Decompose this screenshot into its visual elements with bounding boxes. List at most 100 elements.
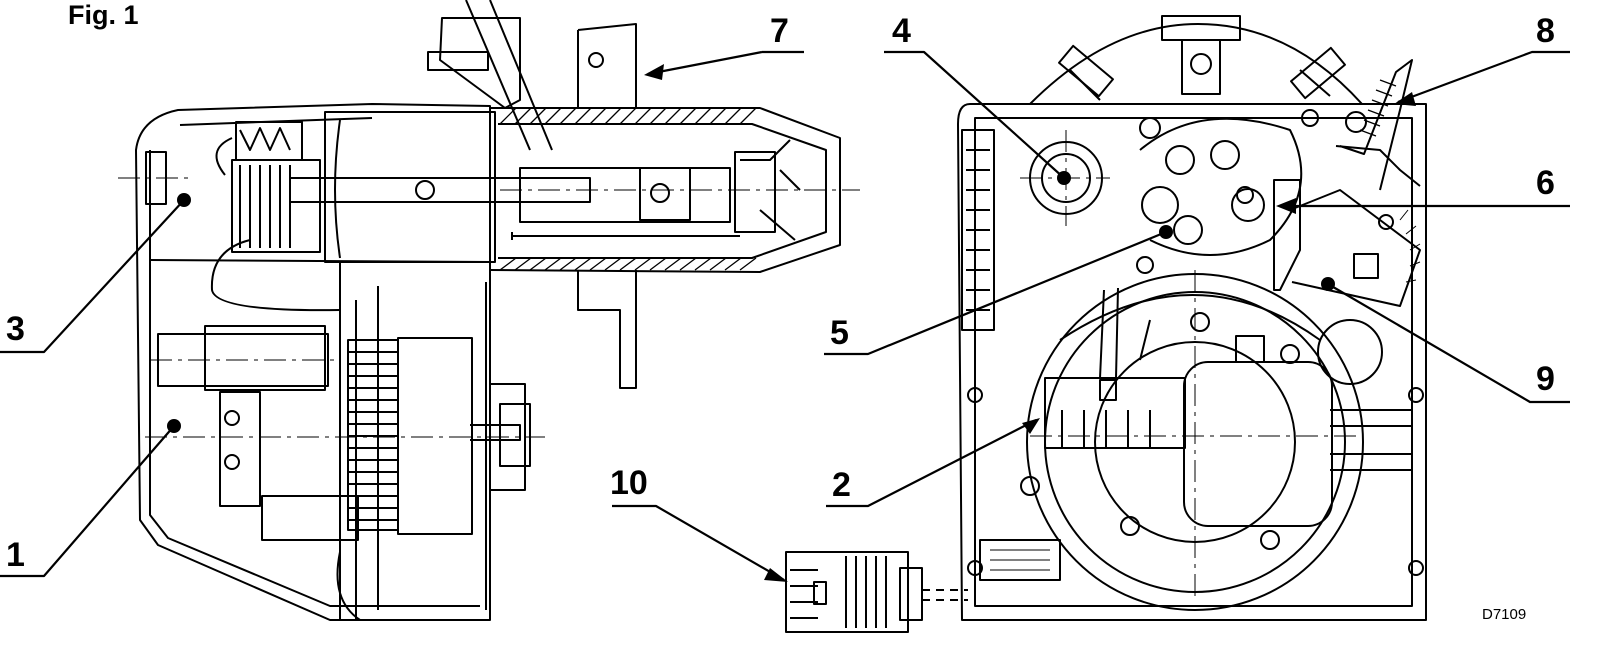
left-rail <box>961 129 995 331</box>
arch-slot-left-frame <box>1058 44 1114 98</box>
damper-screw-top <box>1139 117 1161 139</box>
plug-strain-relief <box>899 567 923 621</box>
leader-5 <box>824 230 1167 356</box>
corner-screw-bl <box>967 387 983 403</box>
corner-screw-br <box>1408 387 1424 403</box>
rod-pivot <box>415 180 435 200</box>
bottom-label-plate <box>979 539 1061 581</box>
leader-3 <box>0 199 185 354</box>
plug-pins <box>790 569 818 619</box>
corner-screw-bl2 <box>967 560 983 576</box>
damper-pin <box>1236 186 1254 204</box>
top-arch <box>1029 23 1363 105</box>
fan-top-arc <box>1059 294 1321 341</box>
transformer-spring <box>239 127 291 151</box>
dot-5 <box>1159 225 1173 239</box>
drawing-reference-code: D7109 <box>1482 606 1527 623</box>
top-bracket <box>1161 15 1241 41</box>
leader-9 <box>1327 283 1570 404</box>
callout-2: 2 <box>832 466 851 504</box>
cable-top <box>215 137 233 176</box>
left-rail-fins <box>966 149 990 311</box>
burner-front-view <box>957 15 1427 621</box>
dot-4 <box>1057 171 1071 185</box>
socket-cables <box>1099 287 1151 379</box>
bottom-label-lines <box>990 549 1050 571</box>
leader-10 <box>612 504 785 581</box>
tube-hatching-bottom <box>499 257 757 271</box>
fan-screw-1 <box>1190 312 1210 332</box>
shaft-coupling <box>499 403 531 467</box>
motor-body <box>204 325 326 391</box>
arch-slot-right-frame <box>1290 46 1346 100</box>
arrowhead-7 <box>644 64 664 80</box>
control-box-tab <box>1235 335 1265 363</box>
housing-inner-wall <box>149 117 480 607</box>
nozzle-screw <box>650 183 670 203</box>
control-box <box>1183 361 1333 527</box>
socket-latch <box>1099 379 1117 401</box>
nozzle-block <box>639 167 691 221</box>
callout-dots <box>167 171 1335 433</box>
callout-9: 9 <box>1536 360 1555 398</box>
burner-side-view <box>118 103 860 621</box>
diffuser-disc <box>734 151 776 233</box>
electrode-wire <box>511 232 740 240</box>
fan-screw-2 <box>1280 344 1300 364</box>
leader-7 <box>647 50 804 76</box>
damper-gear-4 <box>1210 140 1240 170</box>
tube-inner <box>498 123 827 259</box>
tube-outline <box>489 107 841 273</box>
arrowhead-2 <box>1022 418 1040 434</box>
dot-3 <box>177 193 191 207</box>
scale-screw <box>1378 214 1394 230</box>
callout-10: 10 <box>610 464 648 502</box>
arrowhead-6 <box>1276 198 1296 214</box>
centre-lines <box>118 177 860 438</box>
upper-chamber <box>324 111 496 263</box>
mount-screw-lower <box>224 454 240 470</box>
arrowhead-10 <box>764 568 788 582</box>
housing-bottom-bend <box>336 551 361 621</box>
fan-screw-3 <box>1020 476 1040 496</box>
ignition-cable <box>210 239 341 312</box>
callout-4: 4 <box>892 12 911 50</box>
motor-mount <box>219 391 261 507</box>
motor-winding-cover <box>397 337 473 535</box>
flange-hole <box>588 52 604 68</box>
blast-tube <box>427 0 841 389</box>
mount-screw-upper <box>224 410 240 426</box>
leader-8 <box>1397 50 1570 104</box>
right-pipe-lower <box>1330 453 1412 471</box>
pump-screw-head <box>1345 111 1367 133</box>
burner-housing-outline <box>135 103 491 621</box>
callout-8: 8 <box>1536 12 1555 50</box>
fan-screw-4 <box>1120 516 1140 536</box>
dot-1 <box>167 419 181 433</box>
fan-screw-6 <box>1136 256 1154 274</box>
transformer-top <box>235 121 303 161</box>
mounting-flange <box>577 23 637 389</box>
ignition-transformer <box>231 159 321 253</box>
plug-ribs <box>845 556 887 628</box>
motor-shaft-housing <box>261 495 359 541</box>
top-bracket-lower <box>1181 39 1221 95</box>
leader-1 <box>0 425 175 578</box>
plug-cable <box>922 589 968 601</box>
damper-gear-2 <box>1173 215 1203 245</box>
dot-9 <box>1321 277 1335 291</box>
upper-chamber-curve <box>334 119 341 259</box>
pump-screw-thread <box>1359 79 1397 137</box>
damper-gear-1 <box>1141 186 1179 224</box>
center-frame <box>1273 179 1301 291</box>
callout-5: 5 <box>830 314 849 352</box>
top-bracket-nut <box>1190 53 1212 75</box>
electrode-tips <box>740 139 801 241</box>
frame-verticals <box>339 262 487 620</box>
damper-gear-3 <box>1165 145 1195 175</box>
pump-bracket <box>1335 145 1421 187</box>
right-port <box>1317 319 1383 385</box>
oil-line-tube <box>465 0 553 151</box>
scale-knob <box>1353 253 1379 279</box>
